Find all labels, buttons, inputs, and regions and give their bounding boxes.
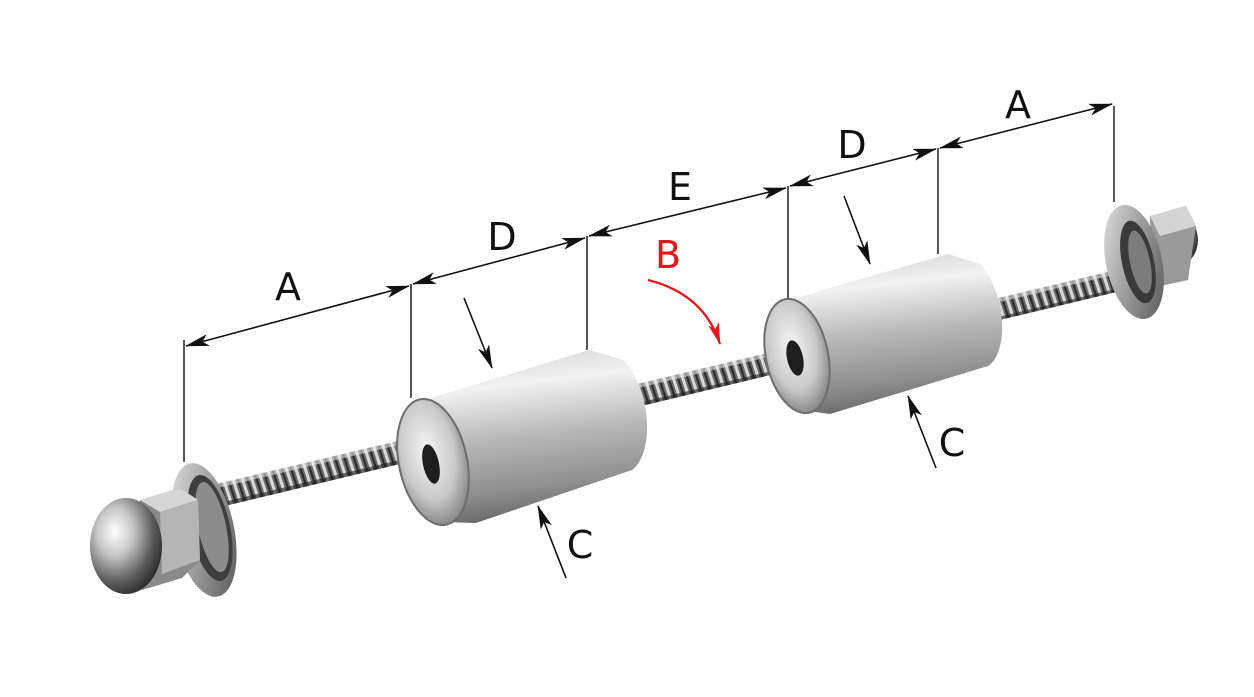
- leader-arrows: [463, 195, 937, 579]
- left-cylinder-spacer-icon: [396, 350, 648, 526]
- label-d-left: D: [487, 215, 516, 259]
- label-a-right: A: [1005, 83, 1031, 127]
- label-b-rod: B: [655, 233, 681, 277]
- right-cylinder-spacer-icon: [763, 254, 1003, 415]
- label-e-middle: E: [668, 165, 692, 209]
- dimension-lines: [185, 103, 1113, 347]
- extension-lines: [183, 106, 1115, 462]
- right-acorn-nut-icon: [1104, 204, 1198, 320]
- left-acorn-nut-icon: [90, 463, 237, 597]
- label-d-right: D: [837, 123, 866, 167]
- label-c-left: C: [567, 523, 594, 567]
- threaded-rod-icon: [200, 262, 1158, 510]
- label-c-right: C: [939, 421, 966, 465]
- label-a-left: A: [275, 265, 301, 309]
